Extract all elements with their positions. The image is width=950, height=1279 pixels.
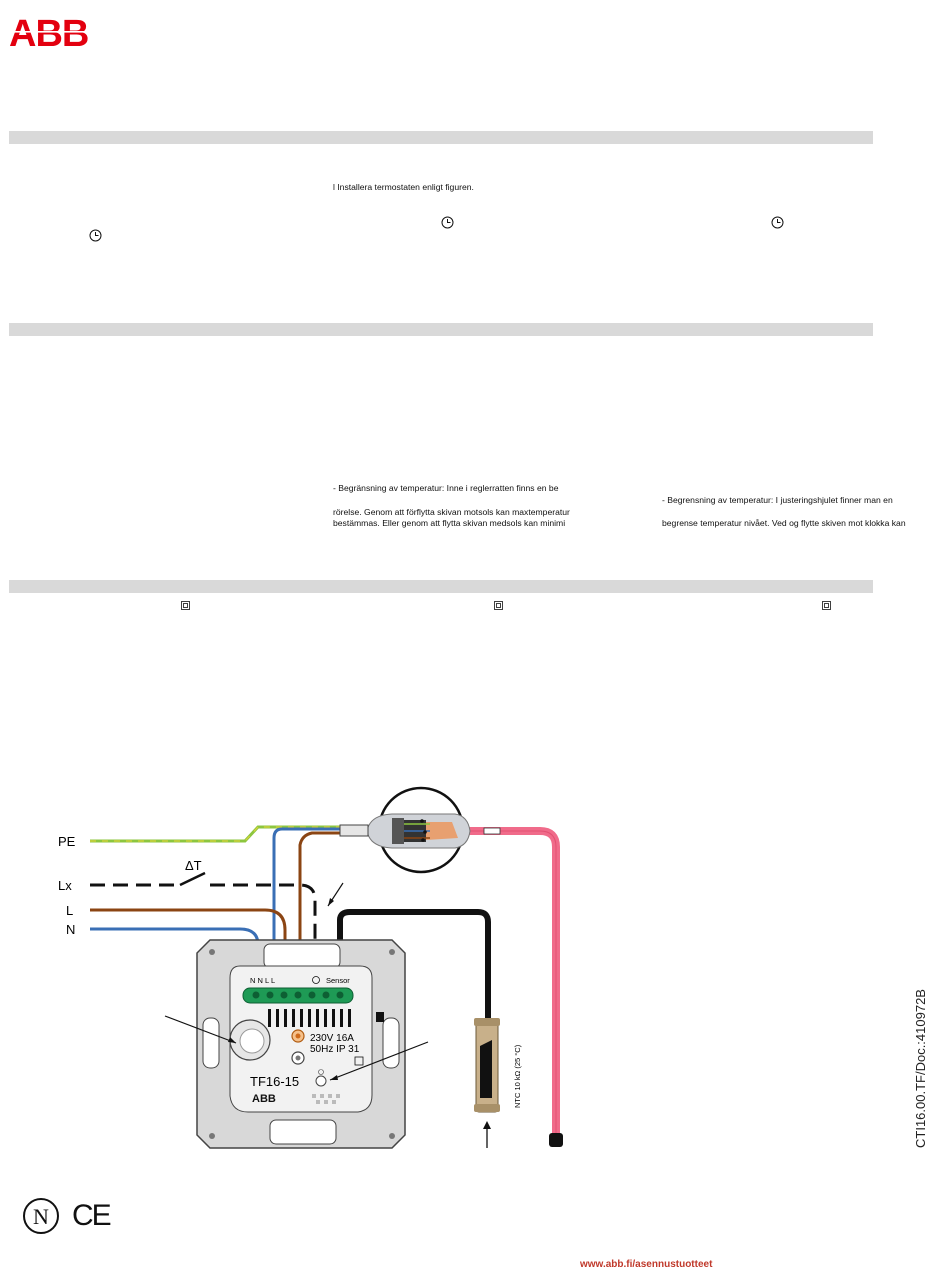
limit-se-line-1: - Begränsning av temperatur: Inne i regl…: [333, 483, 559, 493]
ce-mark-icon: CE: [72, 1199, 113, 1232]
limit-no-line-1: - Begrensning av temperatur: I justering…: [662, 495, 893, 505]
sensor-cable: [337, 909, 491, 1022]
resistor-symbol: [483, 827, 501, 835]
rating-line-2: 50Hz IP 31: [310, 1044, 360, 1055]
cable-junction: [339, 786, 471, 874]
model-label: TF16-15: [250, 1074, 299, 1089]
ntc-label: NTC 10 kΩ (25 °C): [513, 1044, 522, 1108]
switch-contact: [179, 871, 206, 887]
footer-url[interactable]: www.abb.fi/asennustuotteet: [580, 1259, 713, 1270]
terminal-labels: N N L L: [250, 976, 275, 985]
device-brand: ABB: [252, 1093, 276, 1105]
floor-sensor: [474, 1018, 500, 1113]
sensor-label: Sensor: [326, 976, 350, 985]
cable-end-cap: [549, 1133, 563, 1147]
n-mark-icon: N: [23, 1198, 59, 1234]
limit-se-line-3: bestämmas. Eller genom att flytta skivan…: [333, 518, 566, 528]
abb-logo: ABB: [9, 15, 91, 49]
delta-t-label: ΔT: [185, 858, 202, 873]
thermostat-device: N N L L Sensor 230V 16A 50Hz IP 31 TF1: [196, 939, 406, 1149]
section-bar-1: [9, 131, 873, 144]
wire-label-pe: PE: [58, 834, 76, 849]
clock-icon: [441, 216, 454, 229]
certification-marks: N CE: [23, 1198, 113, 1234]
wiring-diagram: PE Lx L N ΔT: [58, 786, 563, 1149]
section-bar-2: [9, 323, 873, 336]
pe-wire-stripe: [90, 826, 345, 842]
timer-dial: [315, 1075, 327, 1087]
install-instruction: l Installera termostaten enligt figuren.: [333, 182, 474, 192]
document-code: CTI16.00.TF/Doc.:410972B: [913, 989, 928, 1148]
rating-line-1: 230V 16A: [310, 1033, 354, 1044]
l-wire: [90, 908, 287, 955]
clock-icon: [89, 229, 102, 242]
wire-label-lx: Lx: [58, 878, 72, 893]
limit-no-line-2: begrense temperatur nivået. Ved og flytt…: [662, 518, 906, 528]
wire-label-n: N: [66, 922, 75, 937]
square-icon: [181, 601, 190, 610]
l-wire-load: [298, 831, 345, 955]
svg-text:N: N: [33, 1204, 49, 1229]
lx-wire: [210, 883, 317, 955]
svg-text:CE: CE: [72, 1199, 111, 1232]
wire-label-l: L: [66, 903, 73, 918]
limit-se-line-2: rörelse. Genom att förflytta skivan mots…: [333, 507, 570, 517]
square-icon: [494, 601, 503, 610]
section-bar-3: [9, 580, 873, 593]
square-icon: [822, 601, 831, 610]
n-wire-load: [272, 827, 345, 955]
clock-icon: [771, 216, 784, 229]
